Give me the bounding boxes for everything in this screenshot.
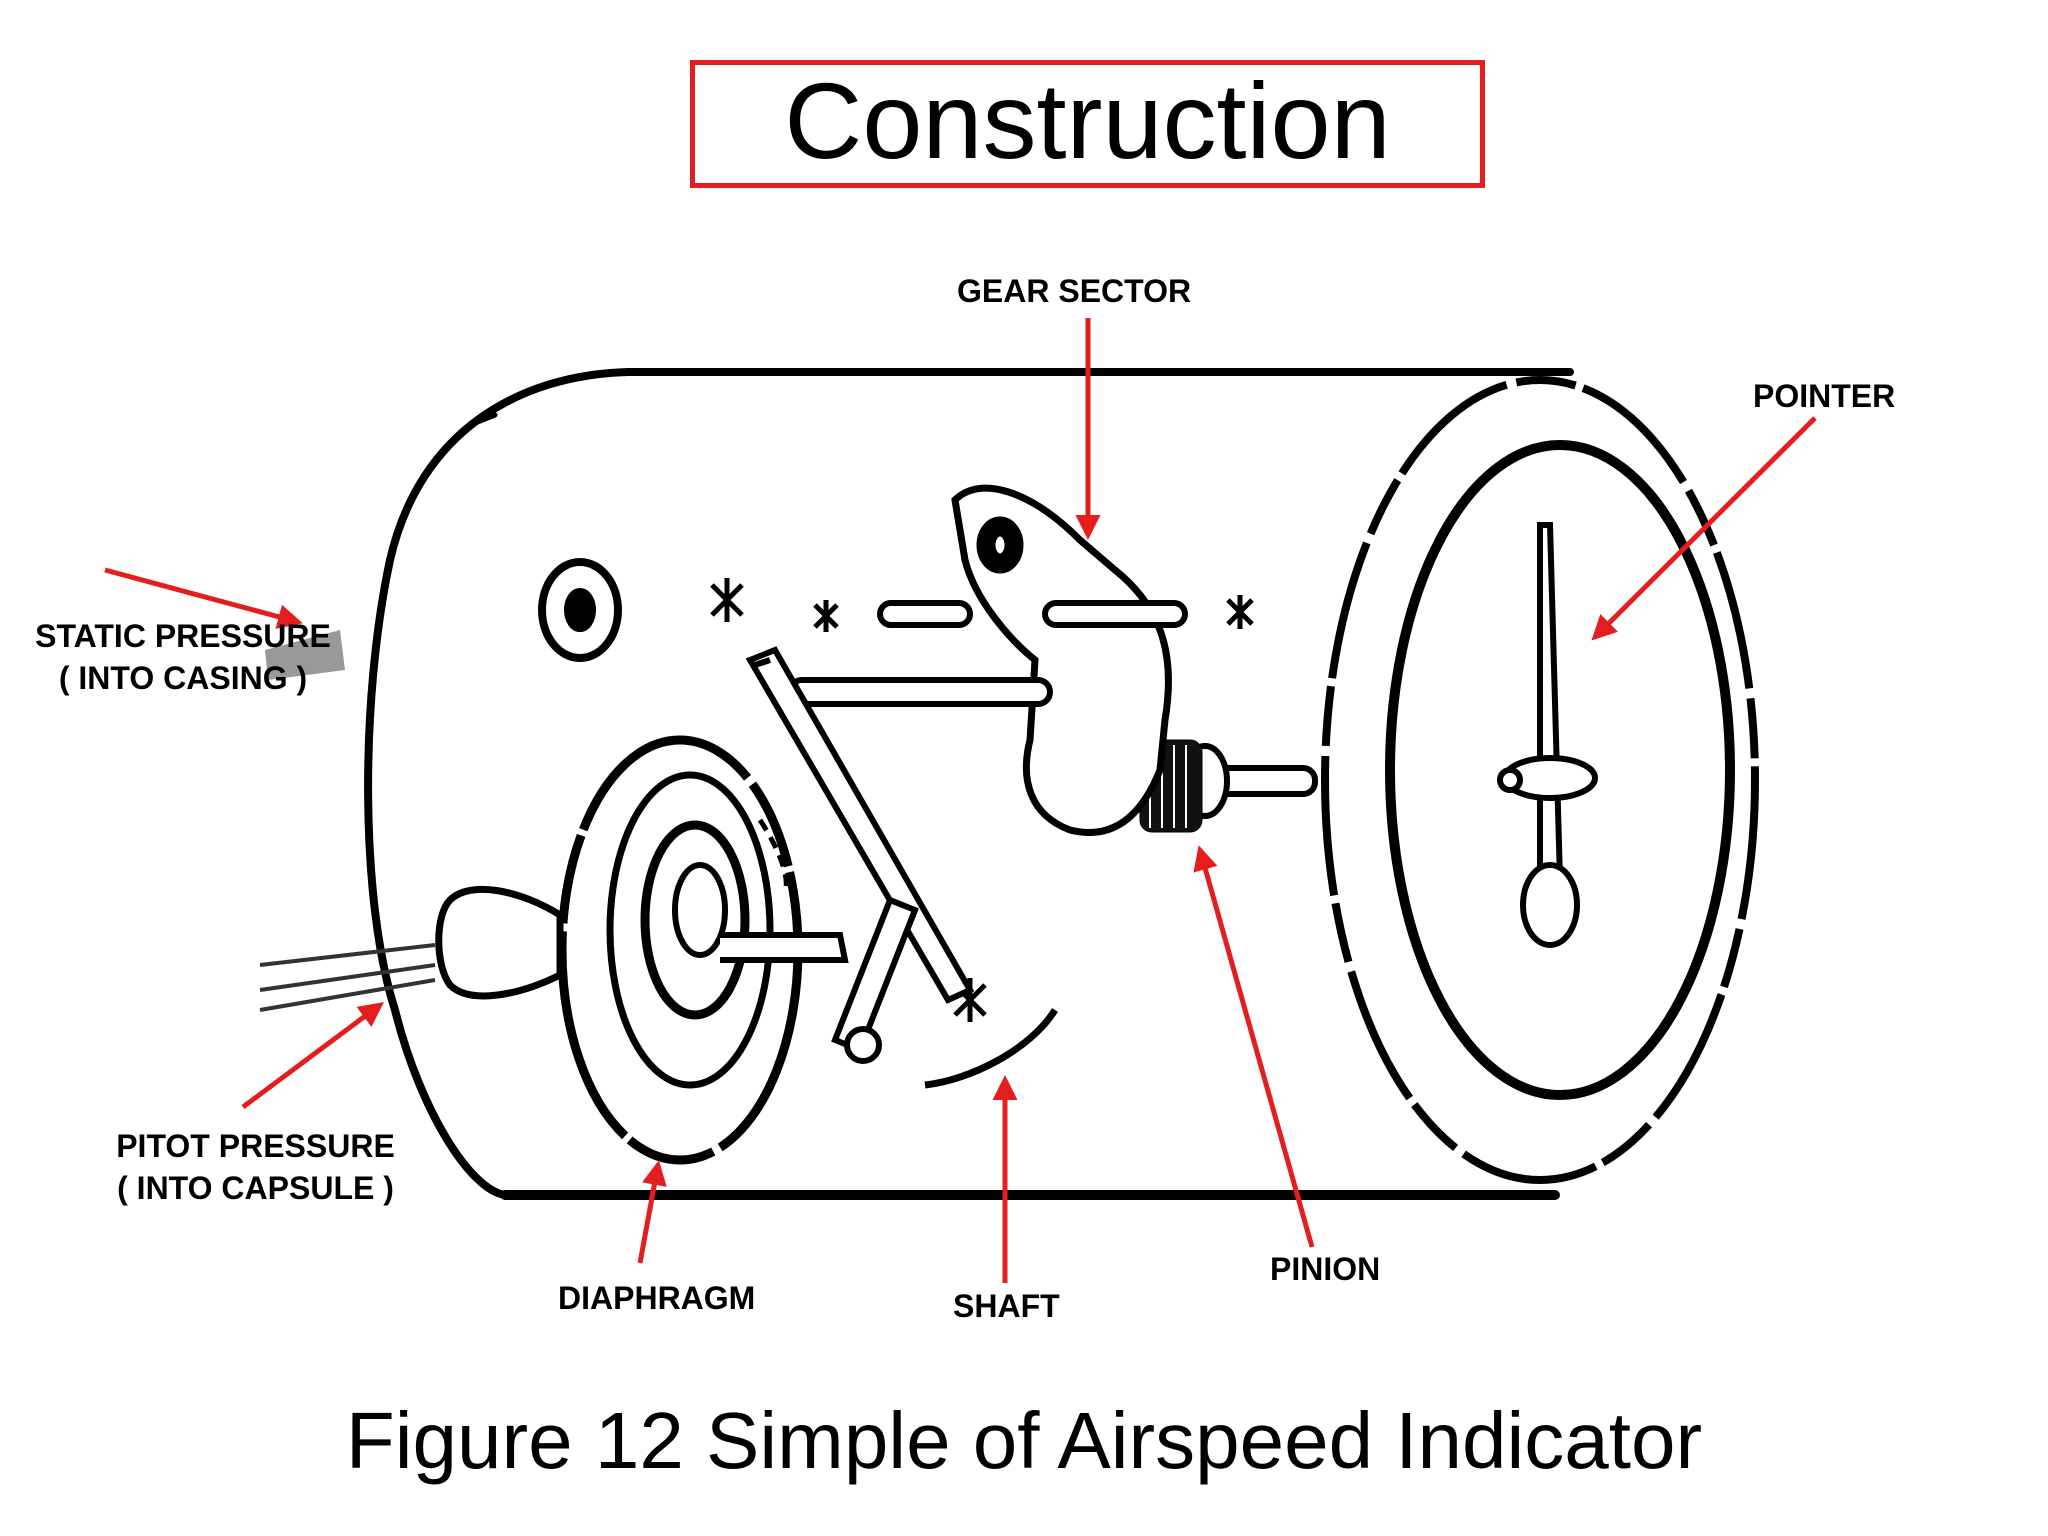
label-shaft: SHAFT <box>953 1288 1060 1324</box>
label-gear-sector: GEAR SECTOR <box>957 273 1192 309</box>
adjust-knob <box>538 558 622 662</box>
page-title: Construction <box>784 60 1391 181</box>
label-diaphragm: DIAPHRAGM <box>558 1280 756 1316</box>
label-pitot-pressure-line1: PITOT PRESSURE <box>116 1128 395 1164</box>
arrow-pitot-pressure <box>241 1002 385 1110</box>
title-box: Construction <box>690 60 1485 188</box>
label-pointer: POINTER <box>1753 378 1896 414</box>
rocking-shaft <box>745 646 975 1064</box>
label-pinion: PINION <box>1270 1251 1381 1287</box>
label-static-pressure-line1: STATIC PRESSURE <box>35 618 331 654</box>
label-pitot-pressure: PITOT PRESSURE ( INTO CAPSULE ) <box>98 1125 413 1209</box>
gear-sector <box>951 484 1172 836</box>
casing <box>364 368 1574 1200</box>
arrow-pinion <box>1193 845 1315 1248</box>
label-static-pressure: STATIC PRESSURE ( INTO CASING ) <box>18 615 348 699</box>
pitot-inlet <box>259 885 564 1012</box>
label-pitot-pressure-line2: ( INTO CAPSULE ) <box>117 1170 394 1206</box>
arrow-pointer <box>1591 416 1817 641</box>
pointer-needle <box>1497 522 1598 948</box>
arrow-diaphragm <box>637 1160 667 1264</box>
label-static-pressure-line2: ( INTO CASING ) <box>58 660 308 696</box>
diaphragm-capsule <box>557 735 849 1165</box>
shaft-arc <box>924 1008 1058 1089</box>
figure-caption: Figure 12 Simple of Airspeed Indicator <box>345 1396 1703 1485</box>
pivot-rods <box>787 600 1188 707</box>
arrow-static-pressure <box>104 567 303 629</box>
dial <box>1321 376 1759 1184</box>
label-arrows <box>104 318 1817 1283</box>
pinion-shaft <box>1180 743 1318 819</box>
static-port <box>265 630 345 680</box>
